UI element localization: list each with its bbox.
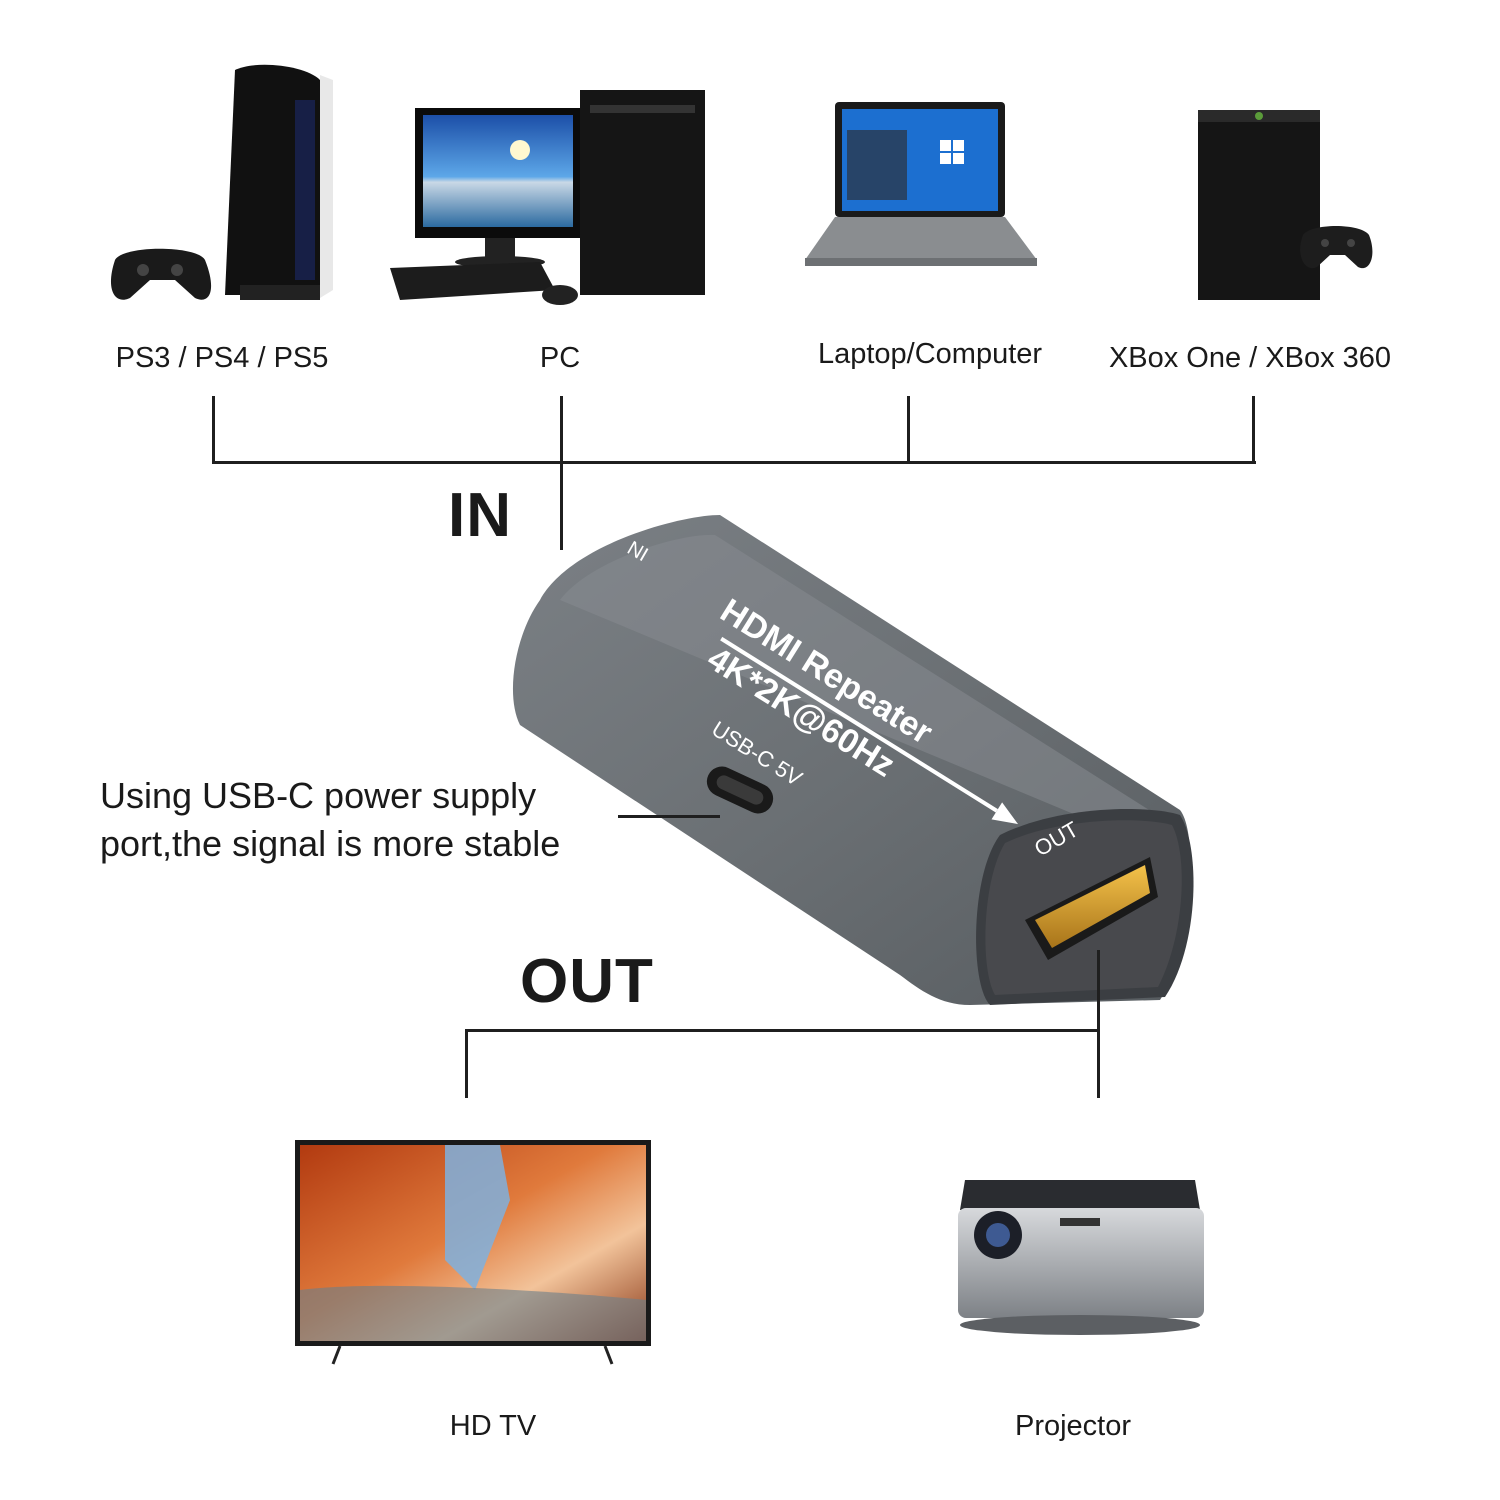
- in-connector-drop-xbox: [1252, 396, 1255, 464]
- game-console-icon: [110, 64, 333, 300]
- tv-icon: [295, 1140, 651, 1365]
- source-label-laptop: Laptop/Computer: [817, 338, 1043, 370]
- hdmi-repeater-device: HDMI Repeater 4K*2K@60Hz USB-C 5V IN OUT: [512, 515, 1194, 1005]
- out-connector-drop-tv: [465, 1029, 468, 1098]
- in-heading: IN: [448, 481, 512, 550]
- output-label-tv: HD TV: [449, 1410, 537, 1442]
- projector-icon: [958, 1180, 1204, 1335]
- out-heading: OUT: [520, 947, 654, 1016]
- in-connector-drop-pc: [560, 396, 563, 550]
- laptop-icon: [805, 102, 1037, 266]
- usb-note-pointer: [618, 815, 720, 818]
- out-connector-horizontal: [465, 1029, 1100, 1032]
- desktop-pc-icon: [390, 90, 705, 305]
- source-label-ps: PS3 / PS4 / PS5: [115, 342, 329, 374]
- in-connector-horizontal: [212, 461, 1256, 464]
- xbox-console-icon: [1198, 110, 1373, 300]
- source-label-pc: PC: [539, 342, 581, 374]
- in-connector-drop-laptop: [907, 396, 910, 464]
- usb-note-line2: port,the signal is more stable: [100, 823, 561, 864]
- out-connector-rise: [1097, 950, 1100, 1098]
- source-label-xbox: XBox One / XBox 360: [1108, 342, 1392, 374]
- output-label-projector: Projector: [1014, 1410, 1132, 1442]
- usb-note: Using USB-C power supply port,the signal…: [100, 772, 560, 868]
- in-connector-drop-ps: [212, 396, 215, 464]
- usb-note-line1: Using USB-C power supply: [100, 775, 537, 816]
